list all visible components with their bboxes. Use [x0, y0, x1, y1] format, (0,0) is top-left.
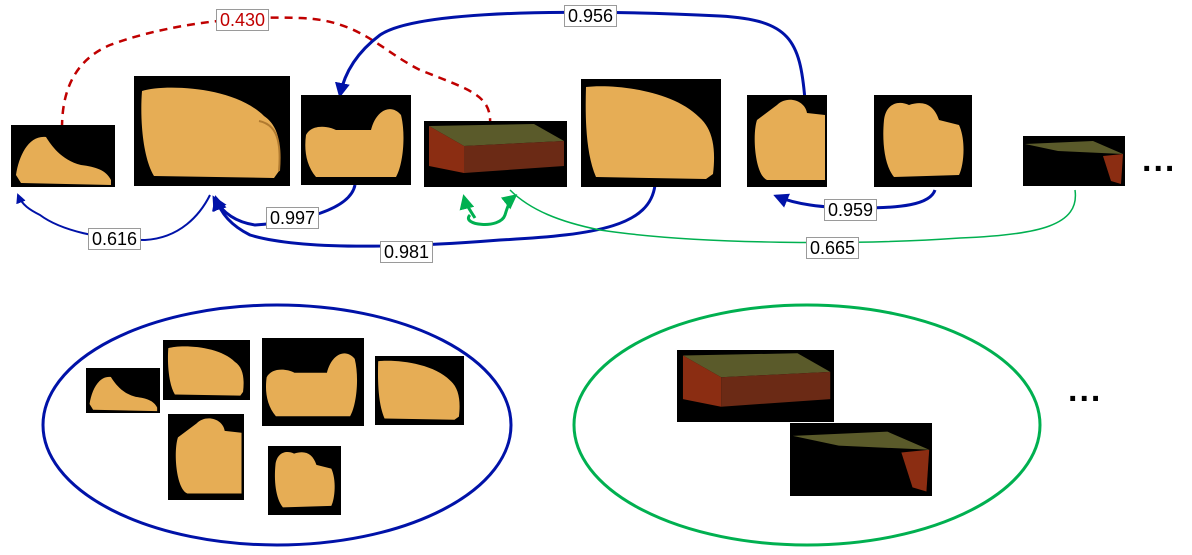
edge-label-0616: 0.616 [88, 228, 142, 250]
edge-0430 [60, 16, 492, 129]
cluster-a-sofa-2 [375, 356, 464, 425]
ellipsis-bottom: ... [1068, 371, 1103, 409]
cluster-ellipse-tables [572, 303, 1042, 547]
edge-0956 [335, 10, 807, 101]
thumb-sofa-2 [581, 79, 721, 187]
cluster-a-armchair-2 [168, 414, 244, 500]
thumb-table-1 [424, 121, 567, 187]
edge-label-0997: 0.997 [266, 207, 320, 229]
edge-label-0956: 0.956 [564, 5, 618, 27]
thumb-armchair-3 [874, 95, 972, 187]
thumb-armchair-1 [301, 95, 411, 185]
cluster-a-armchair-3 [268, 446, 341, 515]
cluster-ellipse-chairs [41, 303, 513, 547]
thumb-sofa-1 [134, 76, 290, 186]
cluster-a-armchair-1 [262, 338, 364, 426]
edge-label-0430: 0.430 [216, 9, 270, 31]
edge-label-0665: 0.665 [806, 237, 860, 259]
thumb-armchair-2 [747, 95, 827, 187]
edge-label-0981: 0.981 [380, 241, 434, 263]
cluster-a-sofa-1 [163, 340, 250, 400]
cluster-b-table-2 [790, 423, 932, 496]
ellipsis-top: ... [1142, 141, 1177, 179]
edge-0665 [509, 189, 1077, 244]
edge-label-0959: 0.959 [824, 199, 878, 221]
thumb-sofa-piece [11, 125, 115, 187]
thumb-table-2 [1023, 136, 1125, 186]
cluster-b-table-1 [677, 350, 834, 422]
cluster-a-sofa-piece [86, 368, 160, 413]
edge-self-loop [466, 194, 518, 226]
